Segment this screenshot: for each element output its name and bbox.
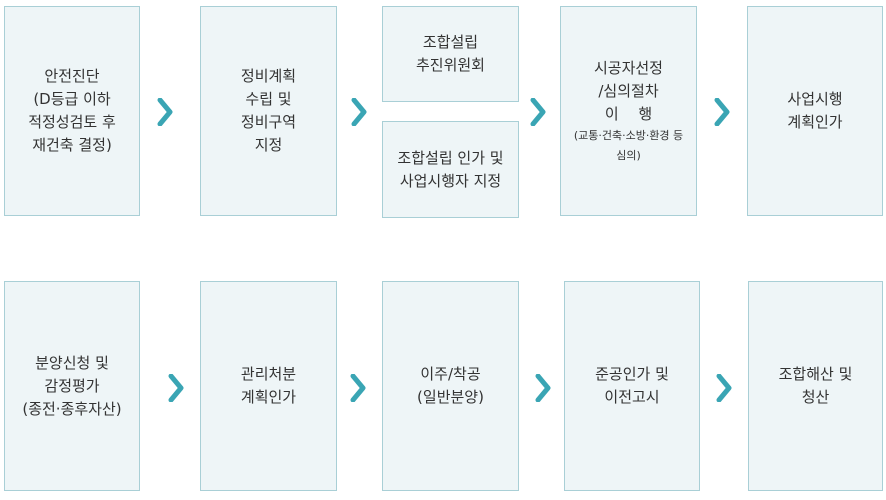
step-note-line: (교통·건축·소방·환경 등 — [573, 128, 684, 142]
step-text-line: (D등급 이하 — [33, 90, 111, 108]
step-association-dissolution: 조합해산 및 청산 — [748, 281, 883, 491]
step-text-line: /심의절차 — [598, 81, 659, 100]
step-text-line: (종전·종후자산) — [22, 399, 122, 418]
step-association-approval: 조합설립 인가 및 사업시행자 지정 — [382, 121, 519, 218]
step-text-line: 추진위원회 — [415, 56, 485, 74]
step-note-line: 심의) — [616, 148, 641, 162]
step-text-line: 수립 및 — [245, 90, 292, 108]
step-text-line: 관리처분 — [240, 365, 297, 383]
step-text-line: 조합해산 및 — [778, 365, 853, 383]
step-text-line: 계획인가 — [240, 388, 297, 406]
chevron-right-icon — [530, 98, 546, 126]
chevron-right-icon — [157, 98, 173, 126]
step-text-line: 계획인가 — [787, 113, 843, 131]
step-text-line: 이전고시 — [604, 388, 660, 406]
step-text-line: 지정 — [254, 136, 283, 154]
chevron-right-icon — [350, 374, 366, 402]
step-text-line: 정비구역 — [240, 113, 297, 131]
step-text-line: 준공인가 및 — [595, 365, 669, 383]
step-text-line: 이주/착공 — [420, 365, 481, 383]
step-safety-diagnosis: 안전진단 (D등급 이하 적정성검토 후 재건축 결정) — [4, 6, 140, 216]
step-text-line: 적정성검토 후 — [28, 113, 116, 131]
step-text-line: 조합설립 인가 및 — [397, 148, 504, 167]
step-maintenance-plan: 정비계획 수립 및 정비구역 지정 — [200, 6, 337, 216]
step-text-line: 정비계획 — [240, 67, 297, 85]
step-text-line: 사업시행 — [787, 90, 843, 108]
step-management-disposal: 관리처분 계획인가 — [200, 281, 337, 491]
step-sale-application: 분양신청 및 감정평가 (종전·종후자산) — [4, 281, 140, 491]
step-text-line: 청산 — [801, 388, 830, 406]
step-text-line: (일반분양) — [417, 388, 484, 406]
chevron-right-icon — [716, 374, 732, 402]
step-contractor-selection: 시공자선정 /심의절차 이 행 (교통·건축·소방·환경 등 심의) — [560, 6, 697, 216]
chevron-right-icon — [714, 98, 730, 126]
step-promotion-committee: 조합설립 추진위원회 — [382, 6, 519, 102]
chevron-right-icon — [351, 98, 367, 126]
chevron-right-icon — [535, 374, 551, 402]
step-text-line: 조합설립 — [422, 33, 479, 51]
step-text-line: 이 행 — [604, 104, 653, 123]
step-completion-approval: 준공인가 및 이전고시 — [564, 281, 700, 491]
step-relocation-construction: 이주/착공 (일반분양) — [382, 281, 519, 491]
chevron-right-icon — [168, 374, 184, 402]
step-text-line: 분양신청 및 — [35, 353, 109, 372]
step-text-line: 감정평가 — [44, 376, 100, 395]
step-text-line: 재건축 결정) — [32, 136, 112, 154]
step-text-line: 안전진단 — [44, 67, 100, 85]
step-text-line: 사업시행자 지정 — [399, 171, 502, 190]
step-text-line: 시공자선정 — [593, 58, 663, 77]
step-project-approval: 사업시행 계획인가 — [747, 6, 883, 216]
